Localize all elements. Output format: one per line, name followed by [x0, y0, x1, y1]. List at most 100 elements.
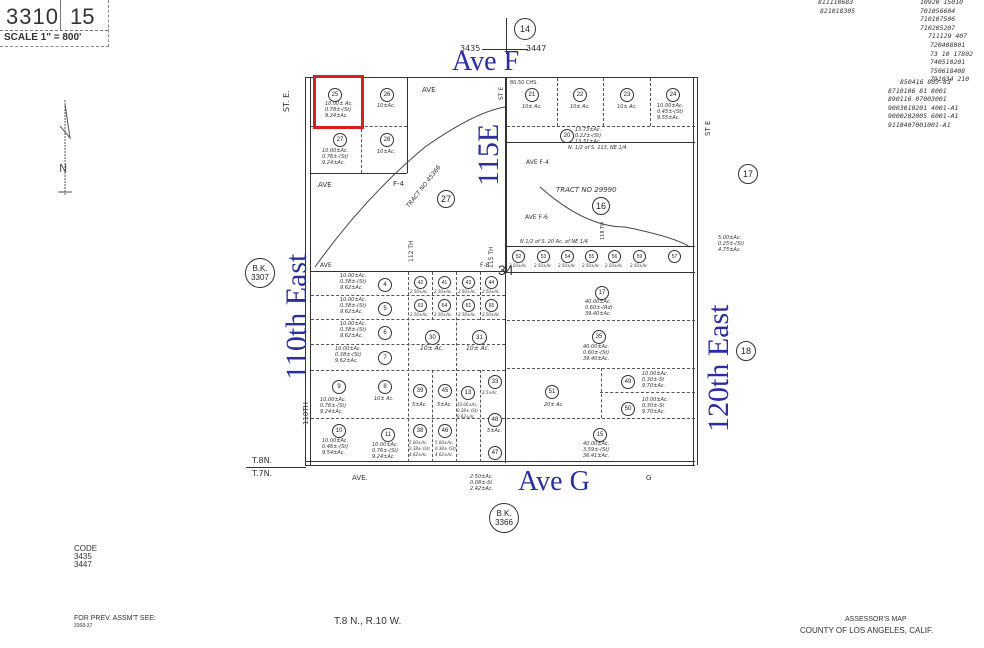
book-label: B.K. [252, 264, 268, 273]
ref-line: 740510201 [930, 58, 966, 67]
highlighted-parcel-25[interactable] [313, 75, 364, 129]
ne-south-line [507, 142, 695, 143]
parcel-area-23: 10± Ac. [617, 104, 637, 110]
street-label-f4: F-4 [393, 180, 405, 188]
ref-line: 791034 210 [930, 75, 970, 84]
parcel-number-46: 46 [438, 424, 452, 438]
parcel-number-4: 4 [378, 278, 392, 292]
parcel-number-53: 53 [537, 250, 550, 263]
ref-line: 821018305 [820, 6, 856, 15]
small-lot-div-2 [456, 272, 457, 462]
parcel-number-16: 16 [592, 197, 610, 215]
parcel-number-7: 7 [378, 351, 392, 365]
parcel-area-38: 5.00±Ac. 0.38±-(St) 4.62±Ac. [409, 440, 430, 457]
parcel-number-63: 63 [414, 299, 427, 312]
parcel-area-28: 10±Ac. [377, 149, 396, 155]
parcel-area-south: 2.50±Ac. 0.08±-St 2.42±Ac. [470, 474, 494, 492]
parcel-number-9: 9 [332, 380, 346, 394]
parcel-area-13: 10.00±Ac. 0.38±-(St) 9.62±Ac. [457, 402, 479, 419]
parcel-area-65: 2.50±Ac. [482, 312, 501, 317]
code-left: 3435 [460, 44, 481, 53]
parcel-area-7: 10.00±Ac. 0.38±-(St) 9.62±Ac. [335, 346, 362, 364]
code-label: CODE [74, 544, 98, 553]
section-east-line-outer [697, 77, 698, 465]
street-label-ave-south: AVE. [352, 474, 368, 482]
parcel-area-50: 10.00±Ac. 0.30±-St 9.70±Ac. [642, 397, 669, 415]
parcel-area-8: 10± Ac. [374, 396, 394, 402]
code-value-1: 3435 [74, 552, 92, 561]
parcel-number-56: 56 [608, 250, 621, 263]
parcel-number-8: 8 [378, 380, 392, 394]
township-label-t7n: T.7N. [252, 469, 273, 478]
parcel-number-65: 65 [485, 299, 498, 312]
nw-block-east-line [407, 77, 408, 173]
code-right: 3447 [526, 44, 547, 53]
header-divider [60, 0, 61, 30]
parcel-number-64: 64 [438, 299, 451, 312]
note-n-half-20ac: N 1/2 of S. 20 Ac. of NE 1/4 [520, 239, 588, 245]
recording-references-col: 10920 15010 701056604 710107506 71020520… [920, 0, 984, 84]
parcel-number-48: 48 [488, 413, 502, 427]
tract-label-29990: TRACT NO 29990 [556, 186, 617, 194]
tract-boundary-arcs [314, 106, 691, 268]
parcel-area-61: 2.50±Ac. [458, 312, 477, 317]
code-block: CODE 3435 3447 [74, 545, 97, 569]
ne-mid-dash [507, 126, 695, 127]
small-lot-div-1 [432, 272, 433, 320]
ref-line: 850416 803-83 [900, 78, 951, 86]
street-label-ave-f6: AVE F-6 [525, 214, 548, 221]
parcel-number-50: 50 [621, 402, 635, 416]
parcel-area-46: 5.00±Ac. 0.38±-(St) 4.62±Ac. [435, 440, 456, 457]
street-name-110th-east: 110th East [280, 253, 313, 380]
quarter-section-line [505, 273, 506, 463]
row-div-2 [311, 319, 505, 320]
section-south-line [305, 465, 695, 466]
parcel-number-22: 22 [573, 88, 587, 102]
parcel-number-23: 23 [620, 88, 634, 102]
row-div-5 [311, 418, 505, 419]
parcel-number-51: 51 [545, 385, 559, 399]
ref-line: 711129 407 [928, 32, 968, 41]
adjoining-book-3307[interactable]: B.K. 3307 [245, 258, 275, 288]
parcel-area-57-note: 5.00±Ac. 0.25±-(St) 4.75±Ac. [718, 235, 745, 253]
parcel-number-13: 13 [461, 386, 475, 400]
section-south-line-inner [305, 461, 695, 462]
recording-references: 811110683 821018305 [818, 0, 984, 15]
parcel-area-21: 10± Ac. [522, 104, 542, 110]
parcel-number-25: 25 [328, 88, 342, 102]
se-div-1 [507, 320, 695, 321]
parcel-number-35: 35 [592, 330, 606, 344]
street-label-ave-f8w: AVE [320, 262, 332, 269]
map-title-line-2: COUNTY OF LOS ANGELES, CALIF. [800, 626, 934, 635]
parcel-number-41: 41 [438, 276, 451, 289]
ref-line: 720408001 [930, 40, 966, 49]
parcel-area-39: 5±Ac. [412, 402, 428, 408]
parcel-number-54: 54 [561, 250, 574, 263]
map-scale: SCALE 1" = 800' [4, 32, 82, 43]
parcel-area-45: 5±Ac. [437, 402, 453, 408]
township-range: T.8 N., R.10 W. [334, 616, 402, 627]
parcel-area-31: 10± Ac. [466, 345, 490, 352]
parcel-number-44: 44 [485, 276, 498, 289]
parcel-number-52: 52 [512, 250, 525, 263]
parcel-area-35: 40.00±Ac. 0.60±-(St) 39.40±Ac. [583, 344, 610, 362]
adjoining-book-3366[interactable]: B.K. 3366 [489, 503, 519, 533]
book-number-3366: 3366 [495, 518, 513, 527]
street-label-ave-nw: AVE [422, 86, 436, 94]
previous-assessment-label: FOR PREV. ASSM'T SEE: [74, 615, 156, 622]
sheet-circle-14: 14 [514, 18, 536, 40]
parcel-area-63: 2.50±Ac. [410, 312, 429, 317]
map-header-box [0, 0, 109, 47]
section-east-line [693, 77, 694, 465]
parcel-area-56: 2.50±Ac. [605, 263, 624, 268]
parcel-number-55: 55 [585, 250, 598, 263]
street-label-120th-east: 120th East [702, 304, 735, 433]
parcel-area-30: 10± Ac. [420, 345, 444, 352]
se-div-3 [600, 392, 695, 393]
parcel-area-53: 2.50±Ac. [534, 263, 553, 268]
ref-line: 9003010201 4001-A1 [888, 103, 959, 112]
parcel-number-11: 11 [381, 428, 395, 442]
code-value-2: 3447 [74, 560, 92, 569]
parcel-number-10: 10 [332, 424, 346, 438]
book-label: B.K. [496, 509, 512, 518]
